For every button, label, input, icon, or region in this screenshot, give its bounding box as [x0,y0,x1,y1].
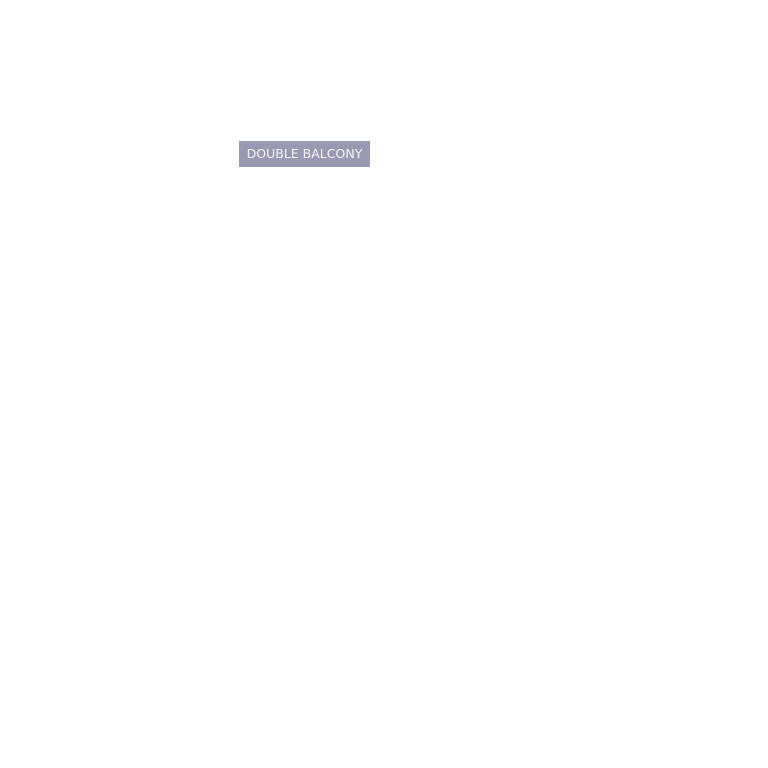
double-balcony-badge: DOUBLE BALCONY [239,141,370,167]
